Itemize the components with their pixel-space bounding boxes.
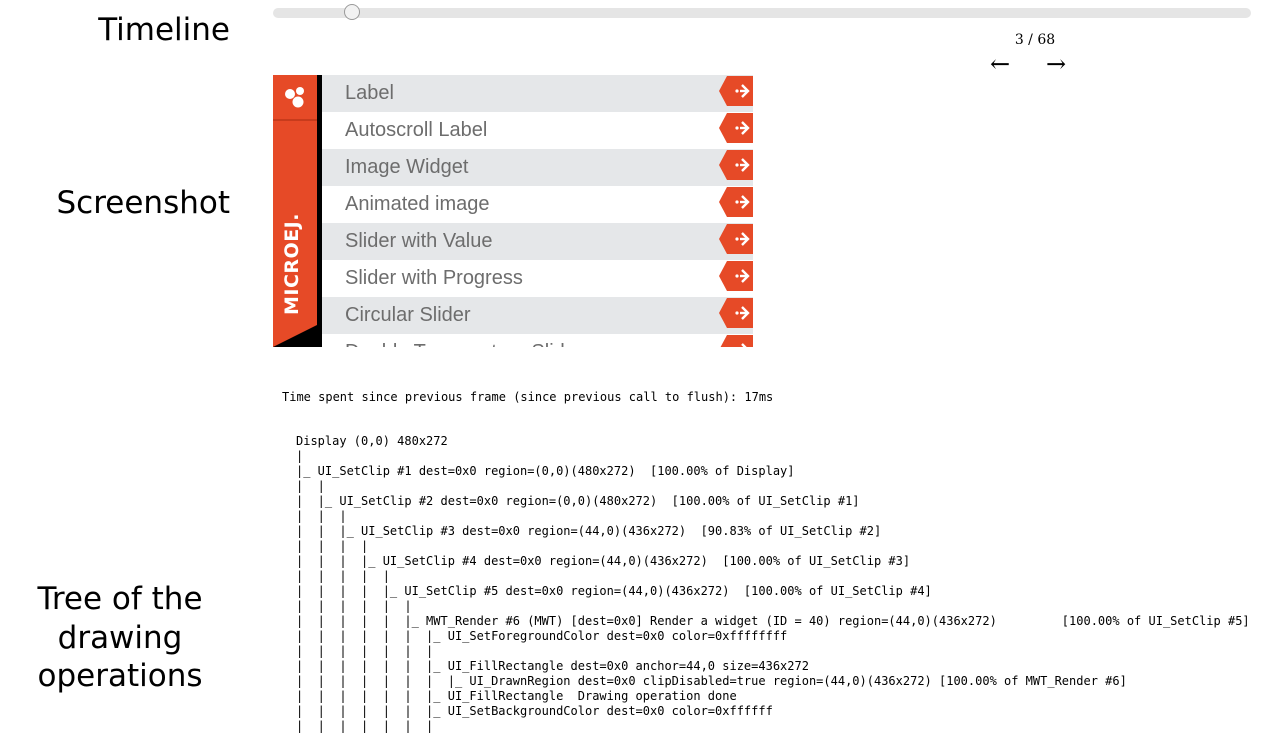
widget-list-item-label: Label — [345, 82, 394, 104]
go-arrow-icon[interactable] — [719, 298, 753, 328]
widget-list-item-label: Double Temperature Slider — [345, 341, 583, 347]
widget-list-item[interactable]: Animated image — [322, 186, 753, 223]
brand-wordmark: MICROEJ. — [281, 213, 303, 315]
timeline-label: Timeline — [98, 12, 230, 48]
go-arrow-icon[interactable] — [719, 187, 753, 217]
widget-list-item[interactable]: Autoscroll Label — [322, 112, 753, 149]
go-arrow-icon[interactable] — [719, 113, 753, 143]
go-arrow-icon[interactable] — [719, 76, 753, 106]
widget-list-item-label: Image Widget — [345, 156, 469, 178]
next-frame-arrow-icon[interactable]: → — [1046, 50, 1067, 78]
sidebar-corner — [273, 325, 317, 347]
widget-list-item-label: Slider with Value — [345, 230, 493, 252]
frame-time-text: Time spent since previous frame (since p… — [282, 390, 774, 404]
widget-list-item-label: Animated image — [345, 193, 490, 215]
frame-counter: 3 / 68 — [1014, 32, 1056, 48]
sidebar-divider — [317, 75, 322, 347]
widget-list-item-label: Circular Slider — [345, 304, 471, 326]
screenshot-label: Screenshot — [56, 185, 231, 221]
previous-frame-arrow-icon[interactable]: ← — [990, 50, 1011, 78]
go-arrow-icon[interactable] — [719, 261, 753, 291]
drawing-operations-tree: Display (0,0) 480x272 | |_ UI_SetClip #1… — [296, 434, 1250, 733]
widget-list-item[interactable]: Circular Slider — [322, 297, 753, 334]
widget-list-item[interactable]: Slider with Progress — [322, 260, 753, 297]
go-arrow-icon[interactable] — [719, 224, 753, 254]
widget-list-item[interactable]: Slider with Value — [322, 223, 753, 260]
go-arrow-icon[interactable] — [719, 150, 753, 180]
widget-list-item[interactable]: Double Temperature Slider — [322, 334, 753, 347]
timeline-slider[interactable] — [273, 8, 1251, 18]
brand-sidebar: MICROEJ. — [273, 75, 317, 347]
widget-list-item-label: Autoscroll Label — [345, 119, 488, 141]
widget-list-item[interactable]: Image Widget — [322, 149, 753, 186]
widget-list-item[interactable]: Label — [322, 75, 753, 112]
tree-label: Tree of the drawing operations — [37, 581, 203, 694]
timeline-slider-thumb[interactable] — [343, 4, 360, 20]
logo-icon — [273, 75, 317, 121]
go-arrow-icon[interactable] — [719, 335, 753, 347]
widget-list-item-label: Slider with Progress — [345, 267, 523, 289]
